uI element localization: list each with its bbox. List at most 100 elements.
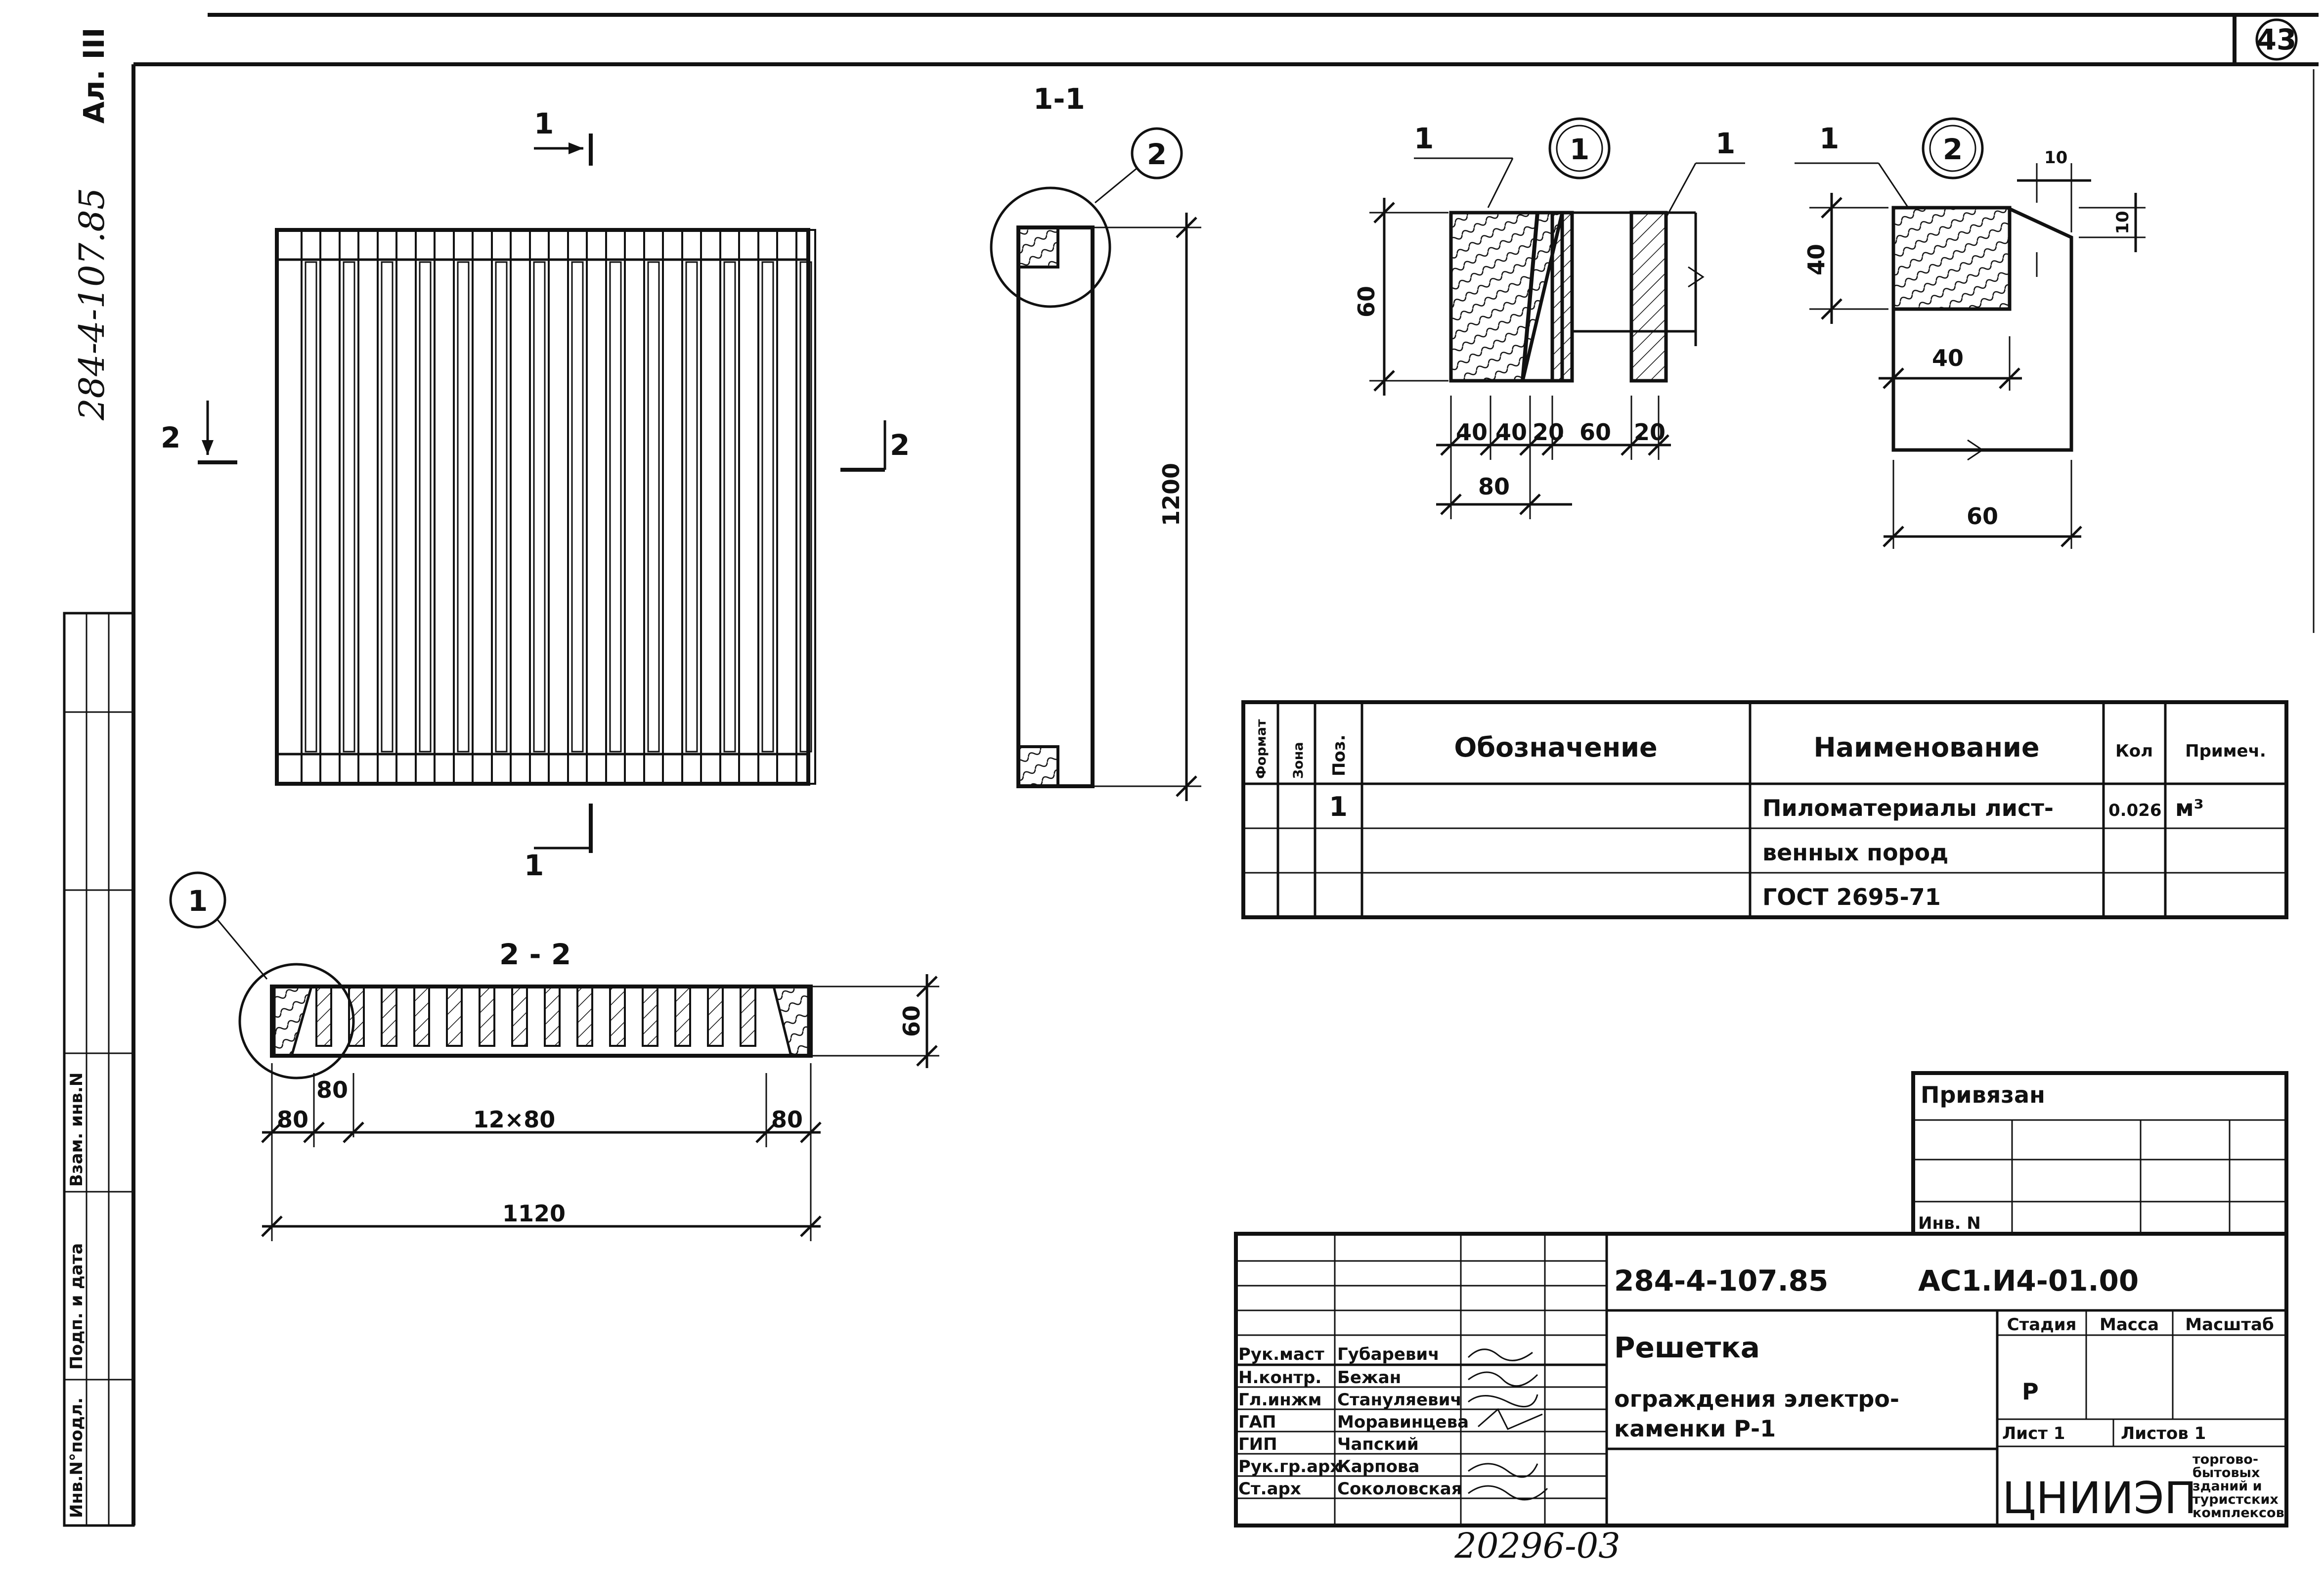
org-sub-1: торгово- bbox=[2192, 1452, 2258, 1467]
org-sub-3: зданий и bbox=[2192, 1479, 2262, 1494]
side-stamp bbox=[63, 612, 135, 1527]
spec-header-pos: Поз. bbox=[1329, 735, 1349, 777]
org-sub-5: комплексов bbox=[2192, 1505, 2284, 1521]
staff-name-1: Губаревич bbox=[1337, 1345, 1440, 1364]
detail-2-dim-height: 40 bbox=[1803, 244, 1830, 275]
spec-header-designation: Обозначение bbox=[1454, 732, 1657, 763]
staff-name-6: Карпова bbox=[1337, 1457, 1419, 1477]
detail-1-dim-e: 20 bbox=[1634, 419, 1666, 446]
title-sub-1: ограждения электро- bbox=[1614, 1386, 1899, 1412]
section-1-1-callout bbox=[1095, 127, 1183, 204]
detail-1-leader-left: 1 bbox=[1414, 122, 1434, 155]
detail-2-dimensions bbox=[1809, 163, 2146, 549]
grille-slat-gap bbox=[799, 261, 812, 753]
grille-slat-gap bbox=[609, 261, 622, 753]
section-slat bbox=[315, 986, 332, 1047]
section-1-label-bottom: 1 bbox=[524, 849, 544, 882]
title-stage-value: Р bbox=[2022, 1378, 2039, 1405]
detail-2-dim-width: 60 bbox=[1967, 503, 1998, 530]
detail-2-callout bbox=[1922, 117, 1984, 180]
title-sheets-label: Листов 1 bbox=[2121, 1424, 2206, 1443]
title-main: Решетка bbox=[1614, 1331, 1760, 1364]
section-2-label-left: 2 bbox=[161, 421, 180, 454]
detail-1-callout bbox=[1548, 117, 1611, 180]
grille-slat-gap bbox=[419, 261, 432, 753]
staff-role-3: Гл.инжм bbox=[1238, 1390, 1321, 1410]
staff-role-4: ГАП bbox=[1238, 1412, 1276, 1432]
section-slat bbox=[707, 986, 724, 1047]
staff-name-4: Моравинцева bbox=[1337, 1412, 1469, 1432]
dim-2-2-total: 1120 bbox=[502, 1200, 566, 1227]
grille-slat-gap bbox=[343, 261, 355, 753]
detail-2-leader bbox=[1795, 162, 1909, 208]
grille-slat bbox=[795, 229, 816, 785]
org-sub-2: бытовых bbox=[2192, 1465, 2260, 1481]
section-2-2-dimensions bbox=[261, 974, 939, 1241]
album-part-vertical: Ал. III bbox=[77, 28, 111, 124]
section-slat bbox=[511, 986, 528, 1047]
staff-name-2: Бежан bbox=[1337, 1368, 1401, 1388]
spec-header-format: Формат bbox=[1254, 719, 1269, 779]
staff-role-5: ГИП bbox=[1238, 1435, 1277, 1454]
staff-role-2: Н.контр. bbox=[1238, 1368, 1321, 1388]
sheet-number: 43 bbox=[2257, 23, 2297, 56]
detail-1-dim-d: 60 bbox=[1579, 419, 1611, 446]
staff-role-6: Рук.гр.арх bbox=[1238, 1457, 1341, 1477]
detail-1-leader-right: 1 bbox=[1715, 127, 1735, 160]
grille-slat-gap bbox=[571, 261, 584, 753]
detail-1-dimensions bbox=[1369, 198, 1671, 519]
grille-slat bbox=[719, 229, 740, 785]
title-drawing-code: АС1.И4-01.00 bbox=[1918, 1264, 2139, 1298]
detail-2-dim-chamfer-w: 10 bbox=[2044, 148, 2067, 168]
spec-row-1-name: Пиломатериалы лист- bbox=[1762, 795, 2054, 821]
grille-slat bbox=[339, 229, 359, 785]
spec-row-3-name: ГОСТ 2695-71 bbox=[1762, 884, 1941, 910]
grille-slat-gap bbox=[761, 261, 774, 753]
dim-1200-text: 1200 bbox=[1158, 463, 1184, 526]
detail-1-dim-b: 40 bbox=[1495, 419, 1527, 446]
dim-1200 bbox=[1093, 213, 1201, 801]
detail-1-dim-c: 20 bbox=[1533, 419, 1564, 446]
section-2-2-callout bbox=[169, 871, 355, 1079]
grille-slat-gap bbox=[723, 261, 736, 753]
album-code-vertical: 284-4-107.85 bbox=[72, 188, 112, 421]
title-stage-header: Стадия bbox=[2007, 1315, 2077, 1335]
stamp-vzam-inv: Взам. инв.N bbox=[67, 1073, 87, 1187]
grille-slat-gap bbox=[647, 261, 660, 753]
detail-1-dim-a: 40 bbox=[1456, 419, 1488, 446]
detail-1-section bbox=[1449, 211, 1705, 383]
section-marker-1-top bbox=[534, 134, 593, 166]
grille-slat bbox=[453, 229, 474, 785]
spec-row-1-pos: 1 bbox=[1329, 791, 1348, 822]
section-marker-2-left bbox=[198, 401, 237, 464]
section-marker-1-bottom bbox=[534, 804, 593, 853]
section-marker-2-right bbox=[840, 420, 886, 472]
grille-slat bbox=[529, 229, 550, 785]
privyazan-inv-label: Инв. N bbox=[1918, 1213, 1981, 1233]
section-slat bbox=[381, 986, 397, 1047]
section-2-2-title: 2 - 2 bbox=[499, 938, 571, 971]
sheet-number-circle bbox=[2255, 18, 2298, 61]
detail-2-dim-inner: 40 bbox=[1932, 345, 1964, 371]
title-block bbox=[1234, 1232, 2288, 1527]
section-slat bbox=[576, 986, 593, 1047]
org-logo: ЦНИИЭП bbox=[2002, 1473, 2197, 1524]
detail-2-leader-label: 1 bbox=[1819, 122, 1839, 155]
bottom-number: 20296-03 bbox=[1454, 1526, 1620, 1566]
grille-slat-gap bbox=[495, 261, 508, 753]
detail-1-dim-height: 60 bbox=[1353, 286, 1380, 317]
grille-slat bbox=[491, 229, 512, 785]
section-1-1-title: 1-1 bbox=[1033, 82, 1085, 116]
grille-slat-gap bbox=[533, 261, 546, 753]
grille-slat bbox=[301, 229, 321, 785]
grille-main-view bbox=[275, 228, 816, 786]
title-doc-code: 284-4-107.85 bbox=[1614, 1264, 1828, 1298]
section-edge-bar bbox=[273, 985, 313, 1057]
grille-slat bbox=[415, 229, 436, 785]
grille-slat bbox=[605, 229, 626, 785]
spec-header-zone: Зона bbox=[1291, 742, 1306, 779]
section-1-label-top: 1 bbox=[534, 107, 554, 140]
grille-slat bbox=[757, 229, 778, 785]
staff-list: Рук.маст Губаревич Н.контр. Бежан Гл.инж… bbox=[1238, 1345, 1469, 1499]
